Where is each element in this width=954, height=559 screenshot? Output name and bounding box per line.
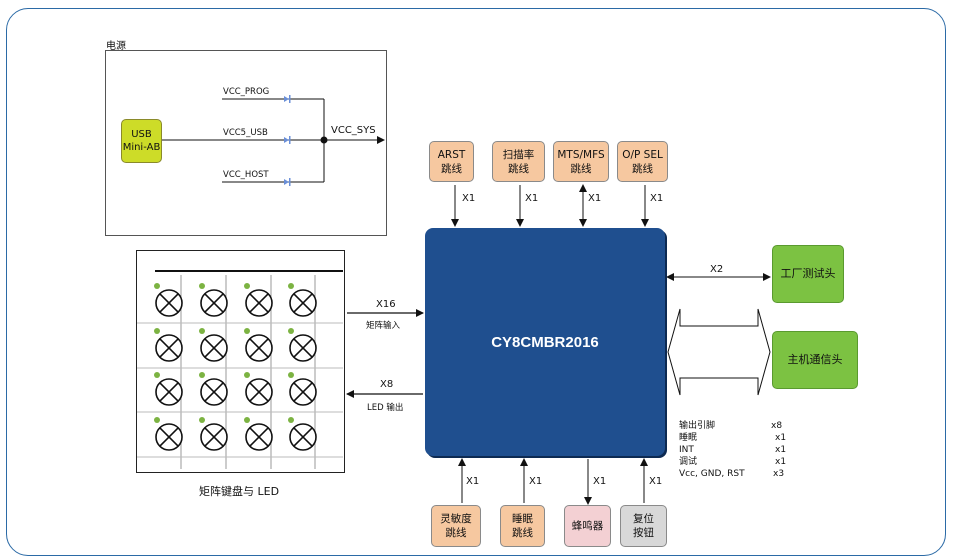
diagram-frame <box>6 8 946 556</box>
vcc5-usb-label: VCC5_USB <box>223 128 268 138</box>
vcc-host-label: VCC_HOST <box>223 170 269 180</box>
scan-rate-jumper: 扫描率 跳线 <box>492 141 545 182</box>
key-cross <box>293 338 313 358</box>
led-dot <box>199 417 205 423</box>
sleep-jumper: 睡眠 跳线 <box>500 505 545 547</box>
key-cross <box>249 427 269 447</box>
sensitivity-jumper: 灵敏度 跳线 <box>431 505 481 547</box>
led-dot <box>199 328 205 334</box>
top-arrows <box>451 184 649 227</box>
mts-mfs-mult: X1 <box>588 193 602 204</box>
sensitivity-mult: X1 <box>466 476 480 487</box>
signal-count: x1 <box>775 457 787 467</box>
factory-mult: X2 <box>710 264 724 275</box>
led-dot <box>154 283 160 289</box>
signal-count: x1 <box>775 445 787 455</box>
key-cross <box>249 293 269 313</box>
bottom-arrows <box>458 458 648 505</box>
led-output-mult: X8 <box>380 379 394 390</box>
scan-rate-mult: X1 <box>525 193 539 204</box>
key-cross <box>204 338 224 358</box>
led-dot <box>244 417 250 423</box>
signal-name: Vcc, GND, RST <box>679 469 745 479</box>
op-sel-mult: X1 <box>650 193 664 204</box>
signal-count: x3 <box>773 469 785 479</box>
key-cross <box>293 427 313 447</box>
reset-button-block: 复位 按钮 <box>620 505 667 547</box>
key-cross <box>293 382 313 402</box>
matrix-keyboard <box>136 250 345 473</box>
keyboard-grid <box>137 270 343 469</box>
power-box <box>105 50 387 236</box>
vcc-prog-label: VCC_PROG <box>223 87 270 97</box>
signal-name: INT <box>679 445 694 455</box>
mts-mfs-jumper: MTS/MFS 跳线 <box>553 141 609 182</box>
vcc-sys-label: VCC_SYS <box>331 125 376 136</box>
junction-dot <box>320 136 328 144</box>
signal-name: 调试 <box>679 457 698 467</box>
key-cross <box>204 293 224 313</box>
key-cross <box>249 338 269 358</box>
led-dot <box>154 372 160 378</box>
sleep-mult: X1 <box>529 476 543 487</box>
led-dot <box>288 372 294 378</box>
power-wires <box>162 98 385 183</box>
matrix-input-label: 矩阵输入 <box>366 321 401 331</box>
matrix-input-mult: X16 <box>376 299 396 310</box>
key-cross <box>204 382 224 402</box>
power-title: 电源 <box>106 41 126 52</box>
key-cross <box>204 427 224 447</box>
chip-label: CY8CMBR2016 <box>491 333 599 351</box>
key-cross <box>293 293 313 313</box>
key-cross <box>159 427 179 447</box>
led-dot <box>288 328 294 334</box>
reset-mult: X1 <box>649 476 663 487</box>
key-cross <box>159 338 179 358</box>
led-dot <box>288 417 294 423</box>
arst-jumper: ARST 跳线 <box>429 141 474 182</box>
host-bus-arrow <box>667 308 771 396</box>
led-dot <box>244 372 250 378</box>
arst-mult: X1 <box>462 193 476 204</box>
keyboard-title: 矩阵键盘与 LED <box>199 485 280 498</box>
led-dot <box>154 328 160 334</box>
led-dot <box>154 417 160 423</box>
signal-name: 睡眠 <box>679 433 698 443</box>
key-cross <box>249 382 269 402</box>
op-sel-jumper: O/P SEL 跳线 <box>617 141 668 182</box>
diode-icons <box>284 95 291 186</box>
cy8cmbr2016-chip: CY8CMBR2016 <box>425 228 665 456</box>
signal-count: x1 <box>775 433 787 443</box>
led-dot <box>244 283 250 289</box>
led-dot <box>199 283 205 289</box>
usb-mini-ab-block: USB Mini-AB <box>121 119 162 163</box>
signal-count: x8 <box>771 421 783 431</box>
led-dot <box>288 283 294 289</box>
buzzer-block: 蜂鸣器 <box>564 505 611 547</box>
factory-test-header: 工厂测试头 <box>772 245 844 303</box>
key-cross <box>159 293 179 313</box>
signal-name: 输出引脚 <box>679 421 716 431</box>
buzzer-mult: X1 <box>593 476 607 487</box>
led-output-label: LED 输出 <box>367 403 404 413</box>
led-dot <box>244 328 250 334</box>
led-dot <box>199 372 205 378</box>
host-comm-header: 主机通信头 <box>772 331 858 389</box>
key-cross <box>159 382 179 402</box>
